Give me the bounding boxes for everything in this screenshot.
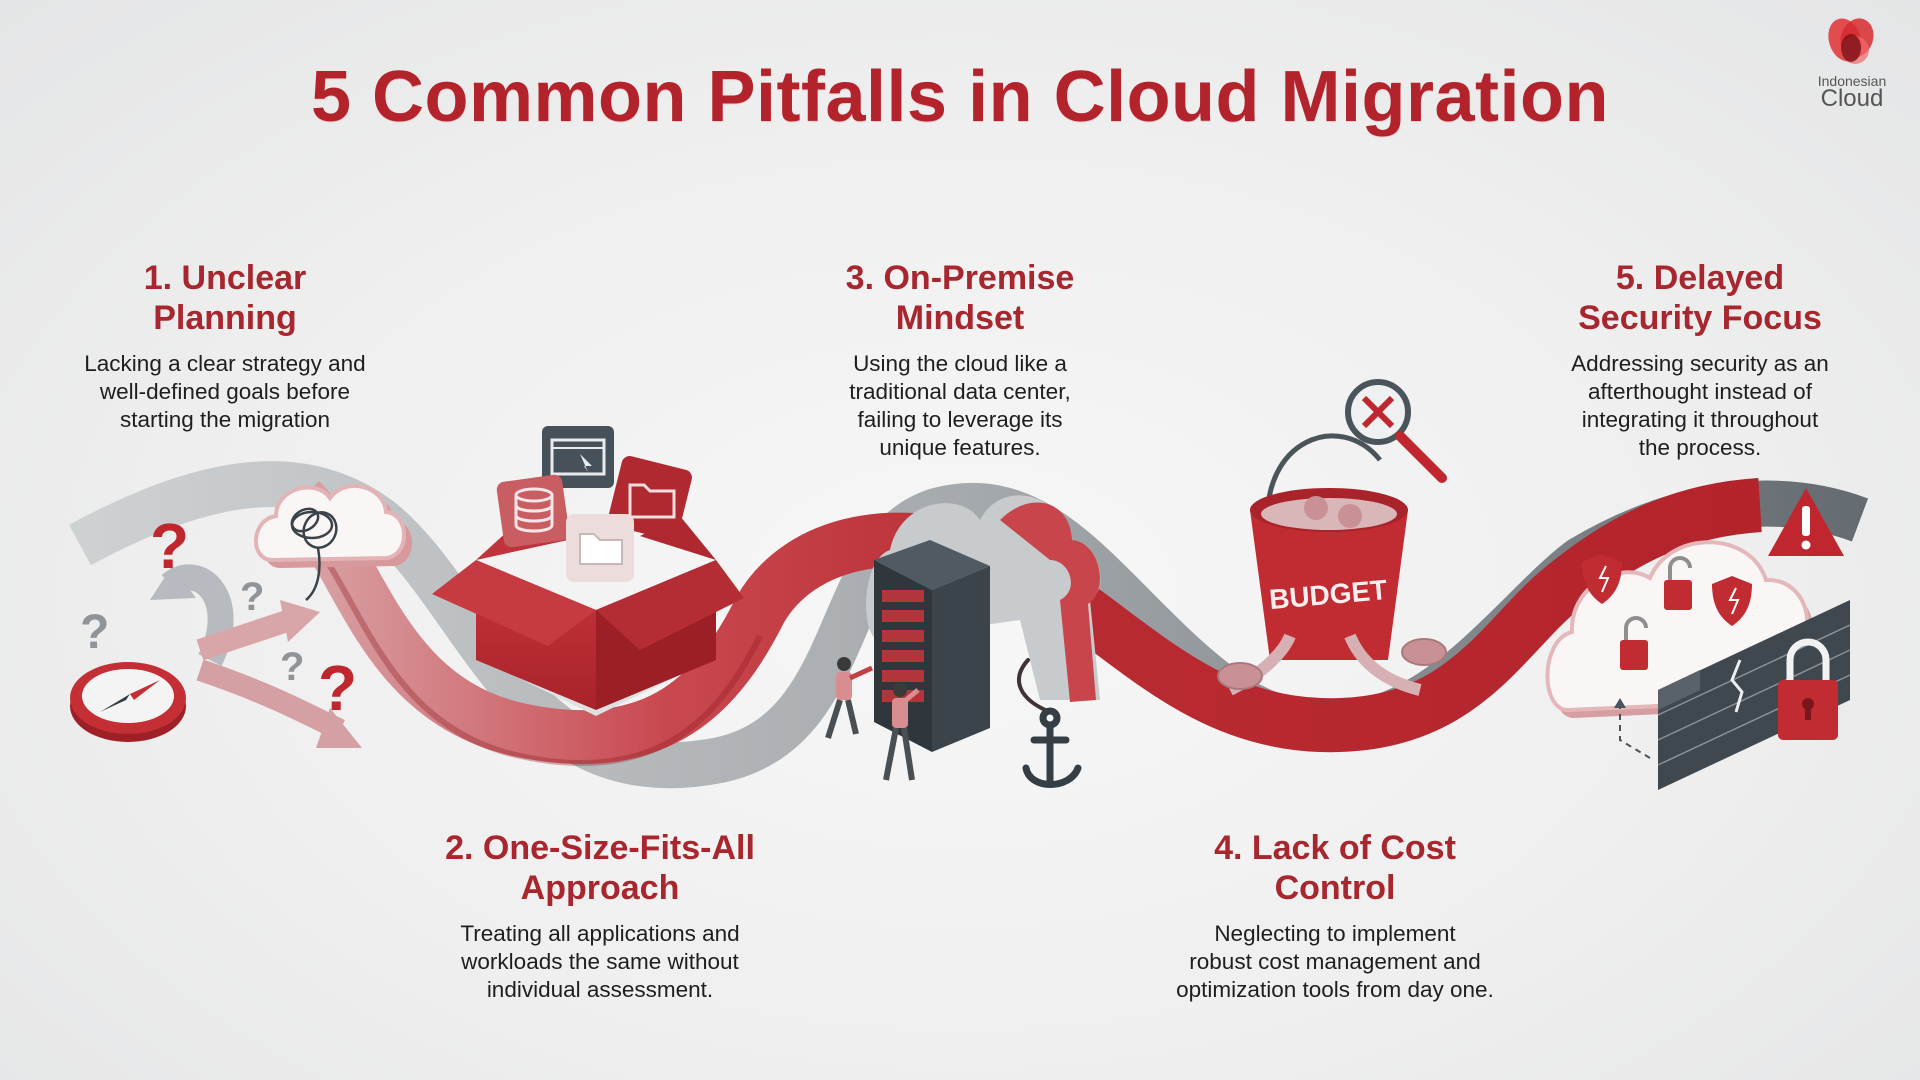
warning-triangle-icon: [1768, 488, 1844, 556]
pitfall-heading: 5. Delayed Security Focus: [1578, 259, 1822, 337]
anchor-icon: [1017, 658, 1082, 788]
pitfall-heading: 1. Unclear Planning: [143, 259, 307, 337]
svg-text:?: ?: [318, 652, 357, 724]
pitfall-description: Lacking a clear strategy and well-define…: [84, 351, 366, 432]
pitfall-2-one-size-fits-all: 2. One-Size-Fits-All Approach Treating a…: [410, 828, 790, 1004]
coin-icon: [1217, 638, 1447, 690]
logo-text-top: Indonesian: [1817, 73, 1887, 89]
shield-icon: [1582, 554, 1622, 604]
brand-logo: Indonesian Cloud: [1806, 14, 1898, 112]
pitfall-5-delayed-security-focus: 5. Delayed Security Focus Addressing sec…: [1530, 258, 1870, 462]
leaking-bucket-icon: BUDGET: [1227, 488, 1422, 696]
folder-icon: [566, 514, 634, 582]
open-padlock-icon: [1620, 616, 1648, 670]
compass-icon: [70, 662, 186, 742]
browser-window-icon: [542, 426, 614, 488]
question-mark-icon: ?: [150, 510, 189, 582]
svg-text:?: ?: [80, 606, 109, 659]
pitfall-3-on-premise-mindset: 3. On-Premise Mindset Using the cloud li…: [800, 258, 1120, 462]
pitfall-heading: 4. Lack of Cost Control: [1214, 829, 1456, 907]
petal-logo-icon: [1828, 18, 1874, 64]
one-size-illustration: [432, 426, 744, 716]
logo-text-bottom: Cloud: [1820, 85, 1884, 112]
pitfall-description: Using the cloud like a traditional data …: [849, 351, 1071, 460]
pitfall-heading: 3. On-Premise Mindset: [845, 259, 1075, 337]
dashed-arrow: [1619, 706, 1651, 759]
pitfall-4-lack-of-cost-control: 4. Lack of Cost Control Neglecting to im…: [1140, 828, 1530, 1004]
pitfall-heading: 2. One-Size-Fits-All Approach: [445, 829, 755, 907]
database-icon: [496, 474, 570, 548]
server-rack-icon: [874, 540, 990, 752]
security-illustration: [1545, 488, 1851, 790]
pitfall-description: Neglecting to implement robust cost mana…: [1176, 921, 1494, 1002]
padlock-icon: [1778, 638, 1838, 740]
unclear-planning-illustration: ? ? ? ? ?: [70, 483, 412, 748]
cost-control-illustration: BUDGET: [1217, 379, 1447, 696]
tangled-cloud-icon: [254, 483, 412, 601]
pitfall-description: Addressing security as an afterthought i…: [1571, 351, 1829, 460]
on-premise-illustration: [825, 495, 1101, 788]
pitfall-description: Treating all applications and workloads …: [460, 921, 740, 1002]
cracked-wall-icon: [1657, 600, 1851, 790]
page-title: 5 Common Pitfalls in Cloud Migration: [310, 57, 1609, 137]
magnifier-x-icon: [1345, 379, 1447, 483]
people-pushing-icon: [825, 657, 920, 781]
pitfall-1-unclear-planning: 1. Unclear Planning Lacking a clear stra…: [50, 258, 400, 434]
svg-text:?: ?: [240, 575, 264, 619]
svg-text:?: ?: [280, 645, 304, 689]
open-padlock-icon: [1664, 556, 1692, 610]
shield-icon: [1712, 576, 1752, 626]
